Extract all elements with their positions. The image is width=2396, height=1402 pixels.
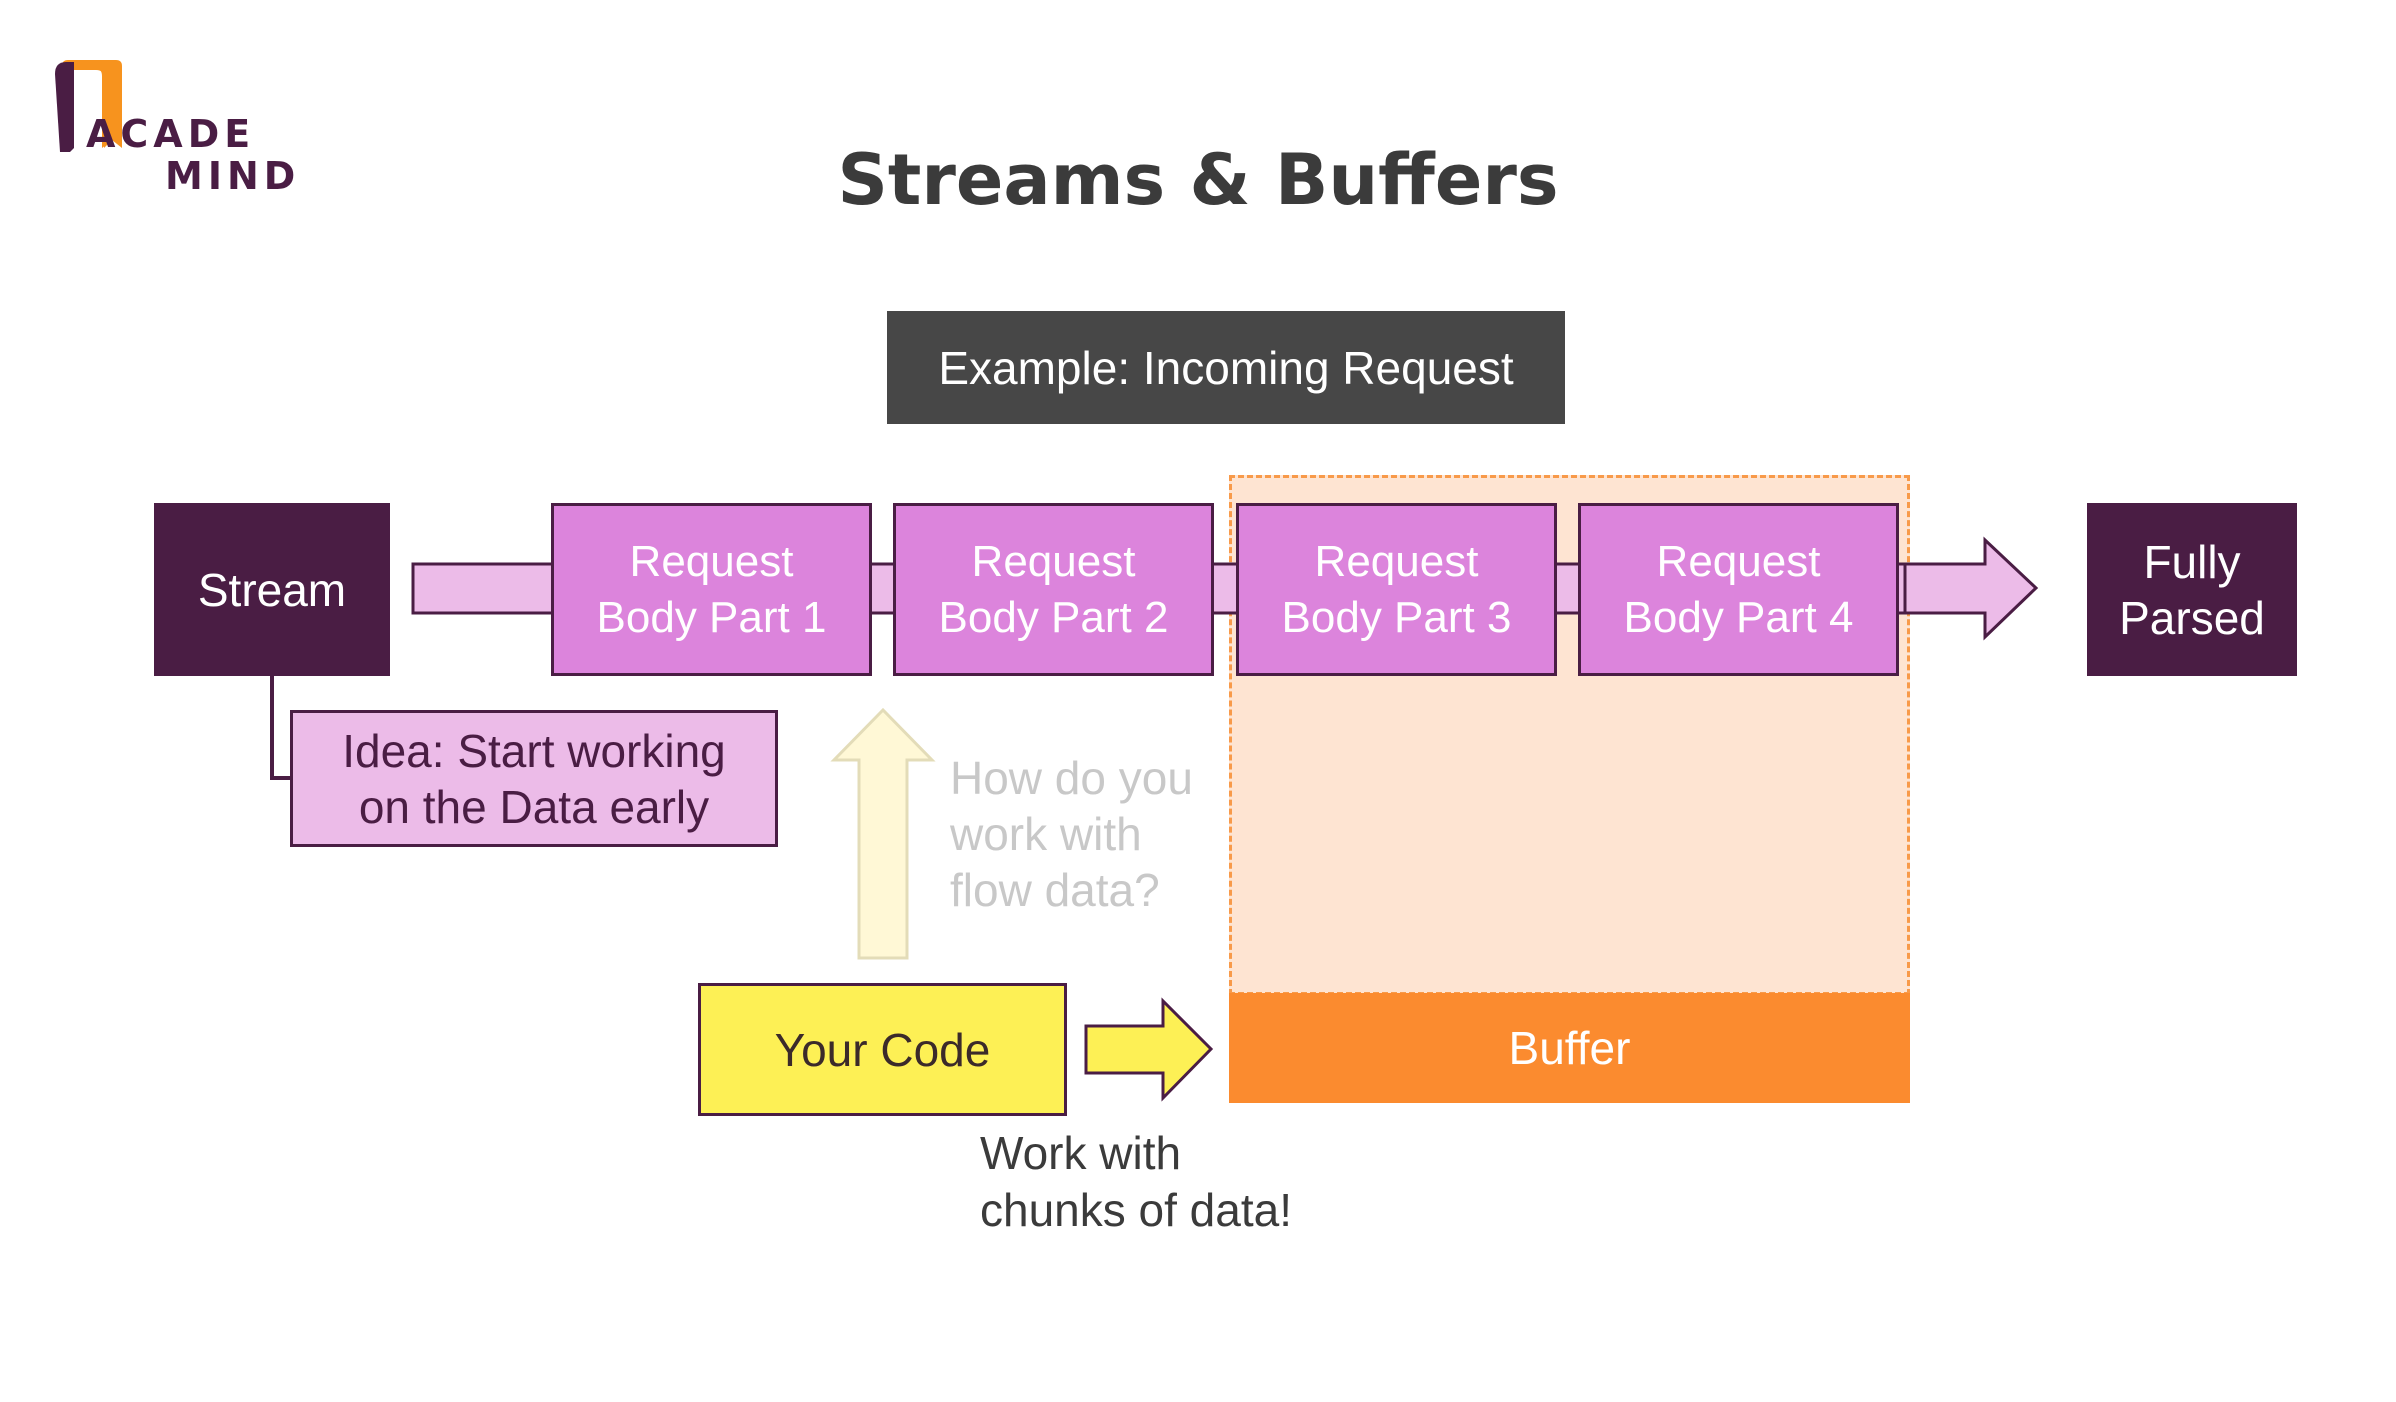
request-body-part-4: Request Body Part 4 [1578,503,1899,676]
code-to-buffer-arrow [1084,997,1214,1102]
request-body-part-2: Request Body Part 2 [893,503,1214,676]
idea-box: Idea: Start working on the Data early [290,710,778,847]
part-1-line1: Request [629,536,794,586]
part-3-line2: Body Part 3 [1281,592,1512,642]
part-4-line1: Request [1656,536,1821,586]
hint-line3: flow data? [950,864,1160,916]
flow-data-hint: How do you work with flow data? [950,750,1250,918]
idea-line2: on the Data early [358,780,710,833]
part-2-line1: Request [971,536,1136,586]
fully-parsed-box: Fully Parsed [2087,503,2297,676]
part-1-line2: Body Part 1 [596,592,827,642]
stream-box: Stream [154,503,390,676]
buffer-bar: Buffer [1229,993,1910,1103]
chunks-note-line2: chunks of data! [980,1184,1292,1236]
part-2-line2: Body Part 2 [938,592,1169,642]
slide-title: Streams & Buffers [837,139,1559,221]
fully-parsed-line2: Parsed [2119,591,2265,644]
flow-arrow [1903,536,2039,641]
request-body-part-3: Request Body Part 3 [1236,503,1557,676]
logo-text-line2: MIND [165,154,301,198]
chunks-note: Work with chunks of data! [980,1125,1400,1239]
part-3-line1: Request [1314,536,1479,586]
hint-line1: How do you [950,752,1193,804]
logo-flag-icon [55,60,122,152]
fully-parsed-line1: Fully [2143,535,2241,588]
example-label: Example: Incoming Request [887,311,1565,424]
academind-logo: ACADE MIND [52,56,312,206]
stream-idea-connector [270,676,290,780]
idea-line1: Idea: Start working [342,724,726,777]
chunks-note-line1: Work with [980,1127,1182,1179]
part-4-line2: Body Part 4 [1623,592,1854,642]
up-arrow [830,707,936,960]
request-body-part-1: Request Body Part 1 [551,503,872,676]
logo-text-line1: ACADE [86,112,256,156]
your-code-box: Your Code [698,983,1067,1116]
hint-line2: work with [950,808,1142,860]
